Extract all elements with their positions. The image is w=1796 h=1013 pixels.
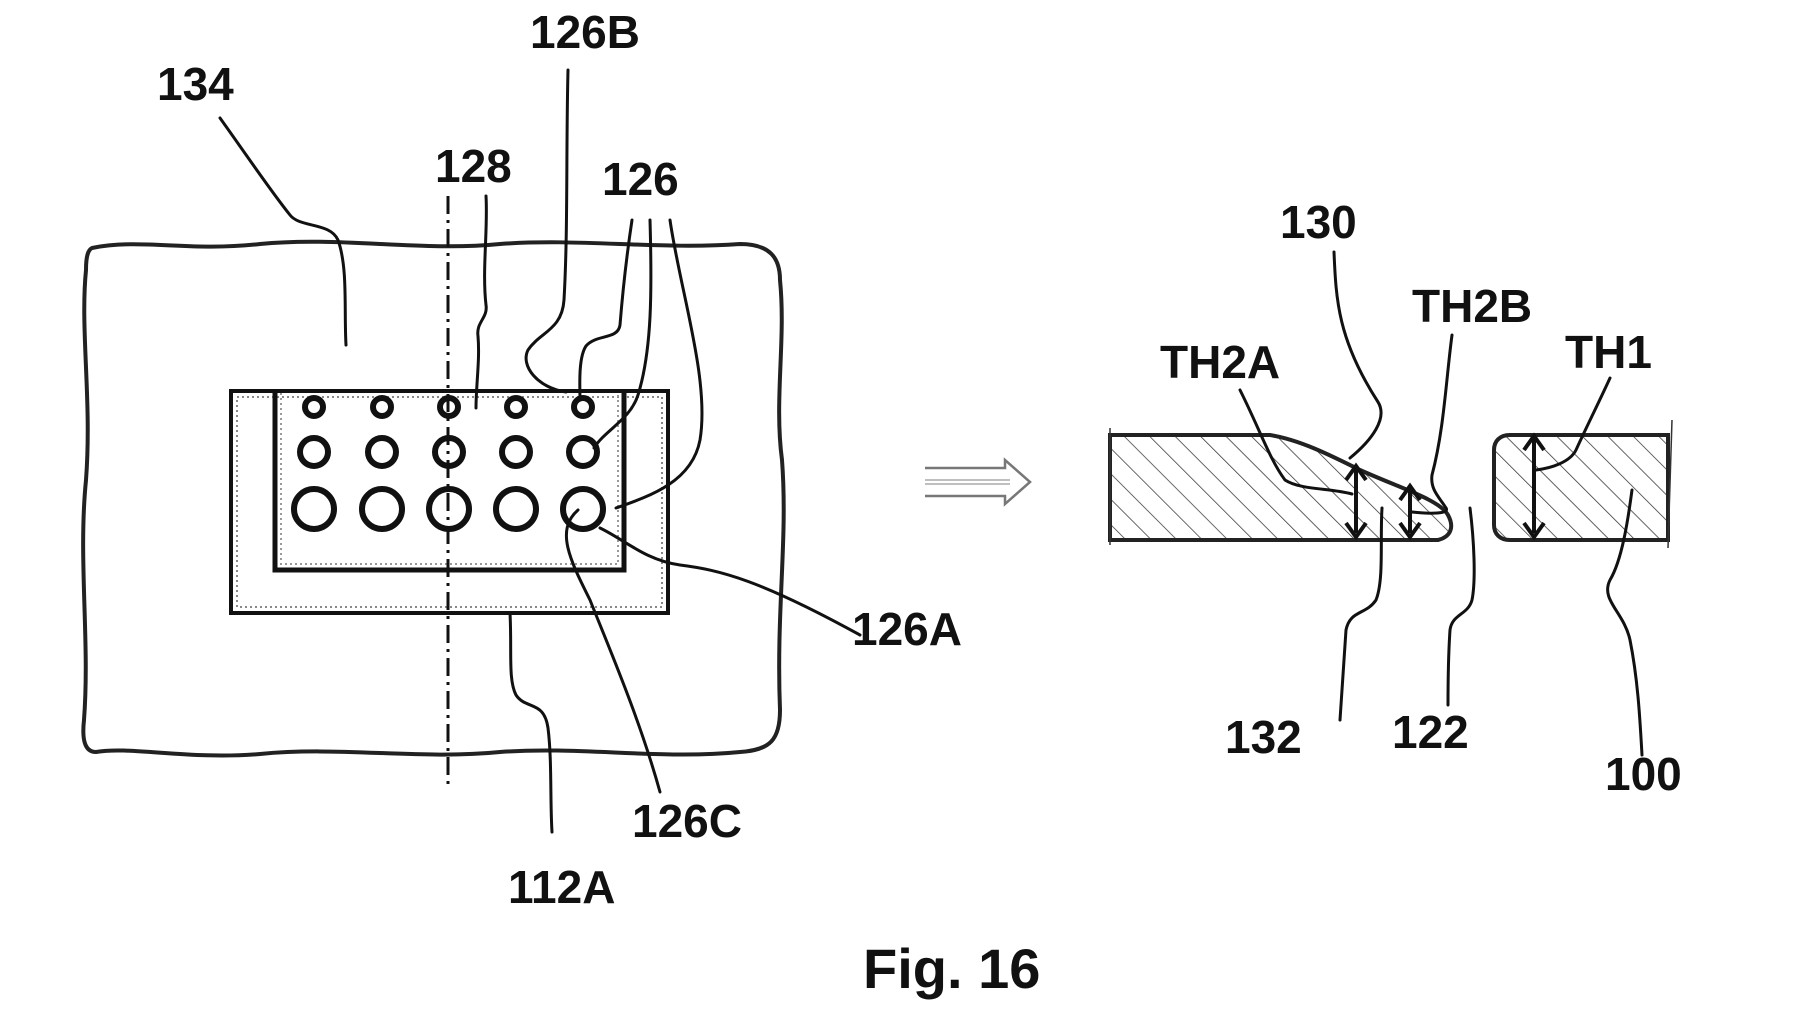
leader-100: [1606, 488, 1644, 757]
label-126c: 126C: [632, 795, 742, 847]
label-th2b: TH2B: [1412, 280, 1532, 332]
thickness-arrow-th1: [1522, 432, 1546, 541]
leader-128: [474, 194, 488, 410]
section-view: [1108, 250, 1673, 757]
label-128: 128: [435, 140, 512, 192]
plate-section-right: [1492, 433, 1670, 542]
hole-r3-c4: [493, 486, 539, 532]
leader-122: [1446, 506, 1476, 707]
hole-r3-c1: [291, 486, 337, 532]
leader-126-c: [614, 218, 704, 510]
leader-132: [1338, 506, 1384, 722]
leader-126-b: [592, 218, 653, 450]
hole-r2-c1: [297, 435, 331, 469]
frame-112a-outer: [229, 389, 670, 615]
label-126a: 126A: [852, 603, 962, 655]
label-126b: 126B: [530, 6, 640, 58]
leader-126-a: [578, 218, 634, 402]
label-134: 134: [157, 58, 234, 110]
figure-caption: Fig. 16: [863, 937, 1040, 1000]
labels: 126B 134 128 126 126A 126C 112A 130 TH2B…: [157, 6, 1682, 1000]
leader-130: [1332, 250, 1383, 460]
hole-r2-c2: [365, 435, 399, 469]
hole-r3-c5: [560, 486, 606, 532]
hole-r1-c1: [302, 395, 326, 419]
leader-112a: [508, 611, 554, 834]
leader-134: [218, 116, 348, 347]
leader-th2a: [1238, 388, 1354, 496]
label-122: 122: [1392, 706, 1469, 758]
leader-th2b: [1410, 333, 1454, 515]
label-126: 126: [602, 153, 679, 205]
hole-r3-c2: [359, 486, 405, 532]
hollow-right-arrow-icon: [925, 457, 1032, 507]
hole-r2-c5: [566, 435, 600, 469]
hole-r1-c5: [571, 395, 595, 419]
frame-112a-inner-line: [236, 396, 663, 608]
leader-126b: [524, 68, 570, 394]
leader-th1: [1534, 376, 1612, 472]
leader-126a: [598, 526, 862, 637]
label-th1: TH1: [1565, 326, 1652, 378]
label-130: 130: [1280, 196, 1357, 248]
leader-126c: [564, 508, 662, 794]
plan-view: [81, 68, 862, 834]
label-100: 100: [1605, 748, 1682, 800]
thickness-arrow-th2b: [1398, 482, 1422, 541]
hole-r2-c4: [499, 435, 533, 469]
hole-r1-c2: [370, 395, 394, 419]
thickness-arrow-th2a: [1344, 462, 1368, 541]
label-th2a: TH2A: [1160, 336, 1280, 388]
label-132: 132: [1225, 711, 1302, 763]
outer-region-134: [81, 239, 786, 758]
hole-r1-c4: [504, 395, 528, 419]
label-112a: 112A: [508, 861, 615, 913]
hole-grid-126: [291, 395, 606, 532]
